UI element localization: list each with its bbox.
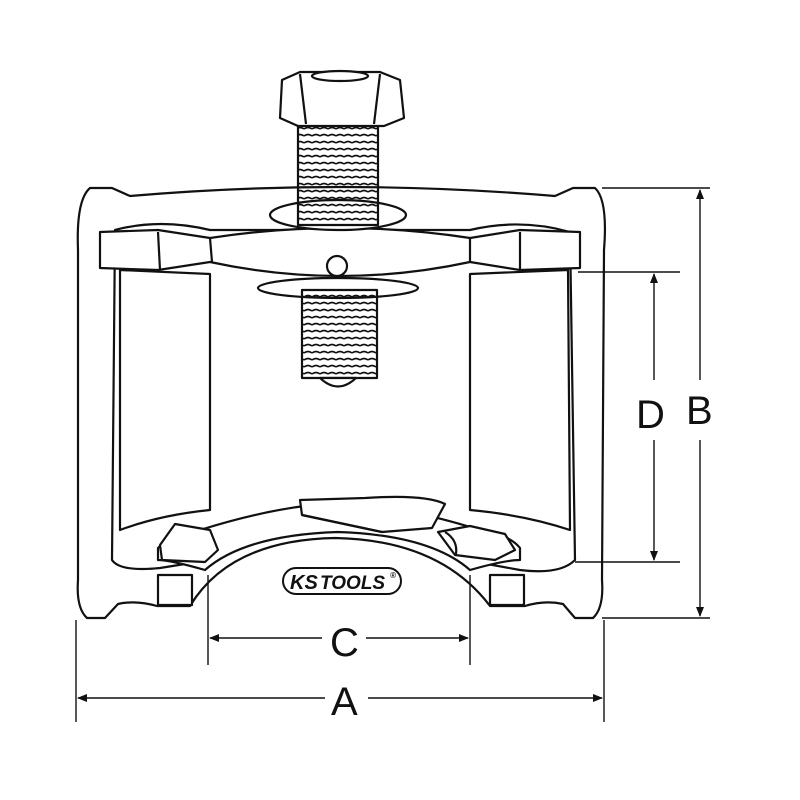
wedge-edge xyxy=(301,513,383,534)
left-claw xyxy=(158,522,220,564)
left-side-plate xyxy=(118,268,212,532)
logo-registered: ® xyxy=(390,571,396,580)
right-side-plate xyxy=(468,268,572,532)
right-claw-edge xyxy=(444,531,458,555)
brand-logo: KS TOOLS ® xyxy=(282,567,402,595)
hex-nut-edge-right xyxy=(372,73,382,125)
hex-nut-edge-left xyxy=(298,73,308,125)
logo-tools: TOOLS xyxy=(320,573,385,594)
left-foot xyxy=(156,573,194,607)
spindle-lower-thread xyxy=(300,288,379,380)
right-foot xyxy=(488,573,526,607)
pivot-pin xyxy=(325,254,349,278)
spindle-tip xyxy=(318,376,358,388)
crossbar-seam-left xyxy=(156,231,162,271)
hex-nut-top xyxy=(310,69,370,83)
logo-ks: KS xyxy=(290,572,318,594)
crossbar-seam-left-inner xyxy=(208,237,214,263)
dim-label-b: B xyxy=(686,389,713,433)
upper-crossbar xyxy=(98,226,582,278)
dim-label-c: C xyxy=(330,621,359,665)
dim-label-d: D xyxy=(636,393,665,437)
wedge-block xyxy=(298,495,447,534)
dim-label-a: A xyxy=(331,680,358,724)
spindle-upper-thread xyxy=(296,118,380,227)
